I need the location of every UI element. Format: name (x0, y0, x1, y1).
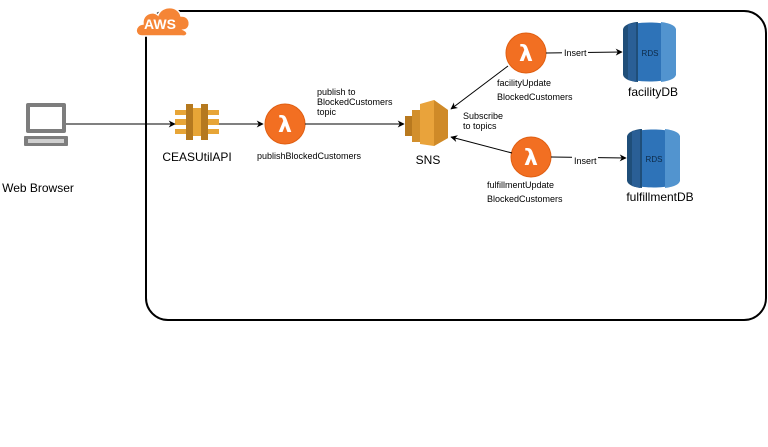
lambda-icon: λ (510, 136, 552, 178)
fulfillment-rds-badge: RDS (646, 155, 663, 164)
publish-edge-label-line1: publish to (317, 87, 356, 97)
subscribe-edge-label-line2: to topics (463, 121, 497, 131)
publish-edge-label-line3: topic (317, 107, 337, 117)
ceasutilapi-label: CEASUtilAPI (162, 150, 231, 164)
api-gateway-icon (175, 104, 219, 140)
sns-to-facility-lambda-arrow (450, 65, 509, 110)
lambda-icon: λ (264, 103, 306, 145)
facilitydb-label: facilityDB (628, 85, 678, 99)
svg-text:λ: λ (524, 146, 538, 171)
aws-badge-label: AWS (144, 16, 176, 32)
facility-lambda-label-line2: BlockedCustomers (497, 92, 573, 102)
aws-cloud-boundary (145, 10, 767, 321)
fulfillmentdb-label: fulfillmentDB (626, 190, 693, 204)
fulfillment-lambda-label-line1: fulfillmentUpdate (487, 180, 554, 190)
fulfillment-lambda-label-line2: BlockedCustomers (487, 194, 563, 204)
insert-facility-label: Insert (564, 48, 587, 58)
web-browser-label: Web Browser (2, 181, 74, 195)
facility-rds-badge: RDS (642, 49, 659, 58)
sns-to-fulfillment-lambda-arrow (450, 135, 513, 154)
sns-icon (405, 100, 448, 146)
aws-cloud-icon: AWS (135, 6, 190, 37)
sns-label: SNS (416, 153, 441, 167)
subscribe-edge-label-line1: Subscribe (463, 111, 503, 121)
facility-lambda-label-line1: facilityUpdate (497, 78, 551, 88)
svg-text:λ: λ (519, 42, 533, 67)
publish-edge-label-line2: BlockedCustomers (317, 97, 393, 107)
rds-database-icon: RDS (627, 129, 680, 188)
rds-database-icon: RDS (623, 22, 676, 82)
svg-text:λ: λ (278, 113, 292, 138)
insert-fulfillment-label: Insert (574, 156, 597, 166)
publish-lambda-label: publishBlockedCustomers (257, 151, 362, 161)
lambda-icon: λ (505, 32, 547, 74)
computer-icon (24, 103, 68, 146)
